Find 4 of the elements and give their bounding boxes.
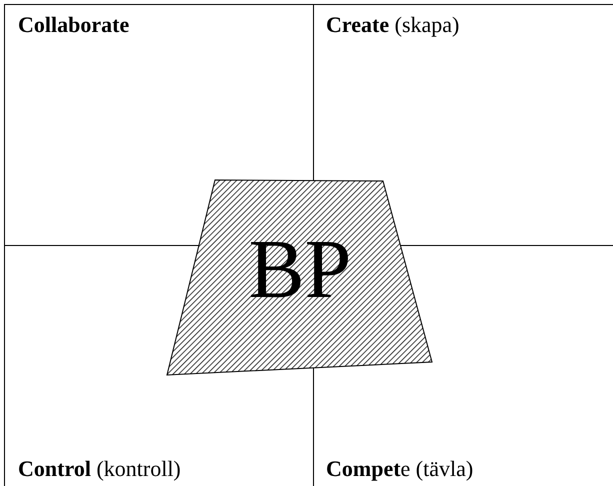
quadrant-label: Compete (tävla) bbox=[326, 456, 474, 482]
quadrant-label: Create (skapa) bbox=[326, 12, 460, 38]
quadrant-label: Control (kontroll) bbox=[18, 456, 181, 482]
quadrant-label: Collaborate bbox=[18, 12, 130, 38]
